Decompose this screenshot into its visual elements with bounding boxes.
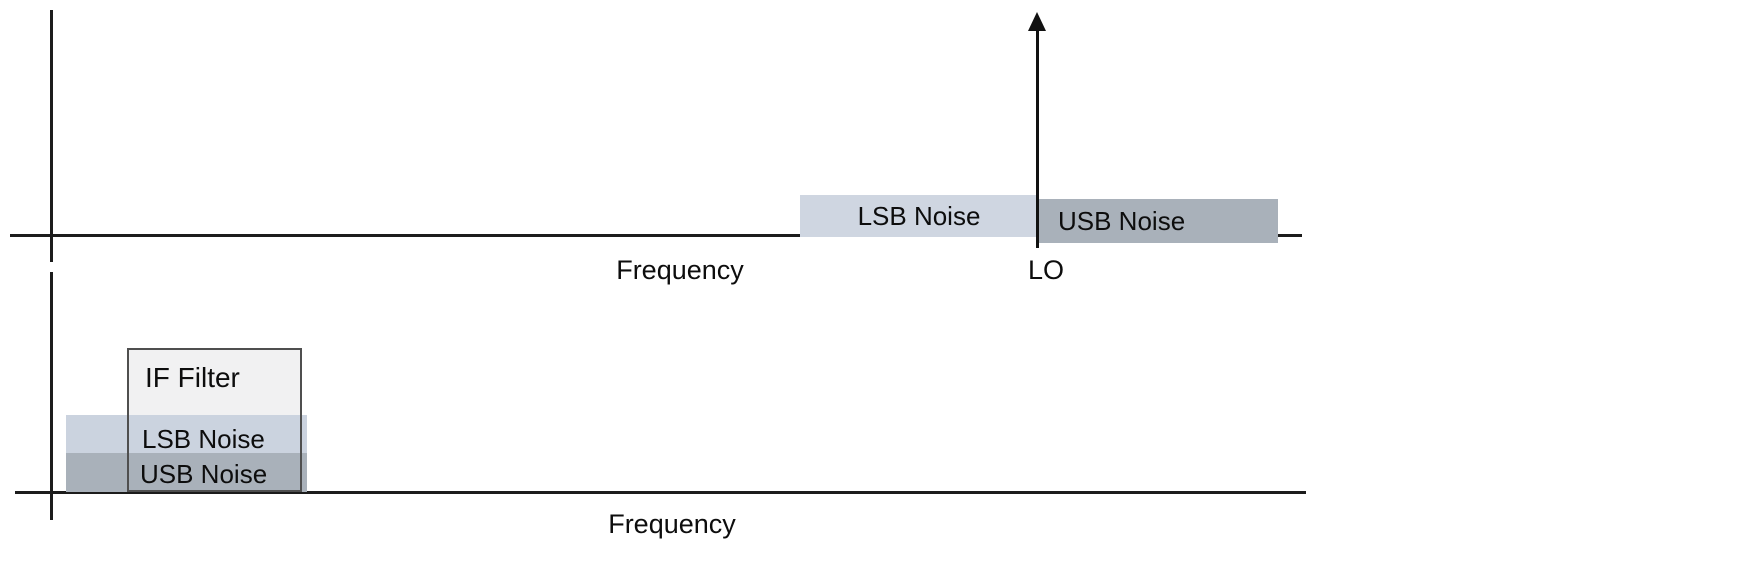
top-usb-noise-bar: USB Noise (1038, 199, 1278, 243)
top-usb-noise-label: USB Noise (1058, 205, 1186, 236)
bottom-lsb-noise-band (66, 415, 307, 453)
top-x-axis-line (10, 234, 1302, 237)
bottom-lsb-noise-label: LSB Noise (142, 424, 265, 454)
top-lsb-noise-label: LSB Noise (857, 200, 981, 231)
bottom-y-axis-line (50, 272, 53, 520)
lo-marker-label: LO (1027, 255, 1065, 285)
top-x-axis-label: Frequency (616, 255, 744, 285)
if-filter-box-outline (127, 348, 302, 492)
bottom-usb-noise-label: USB Noise (140, 459, 268, 489)
bottom-x-axis-label: Frequency (608, 509, 736, 539)
if-filter-label: IF Filter (145, 362, 240, 393)
top-lsb-noise-bar: LSB Noise (800, 195, 1038, 237)
top-y-axis-line (50, 10, 53, 262)
bottom-x-axis-line (15, 491, 1306, 494)
lo-arrow-shaft (1036, 28, 1039, 248)
bottom-usb-noise-band (66, 453, 307, 492)
lo-arrow-head-icon (1028, 12, 1046, 31)
